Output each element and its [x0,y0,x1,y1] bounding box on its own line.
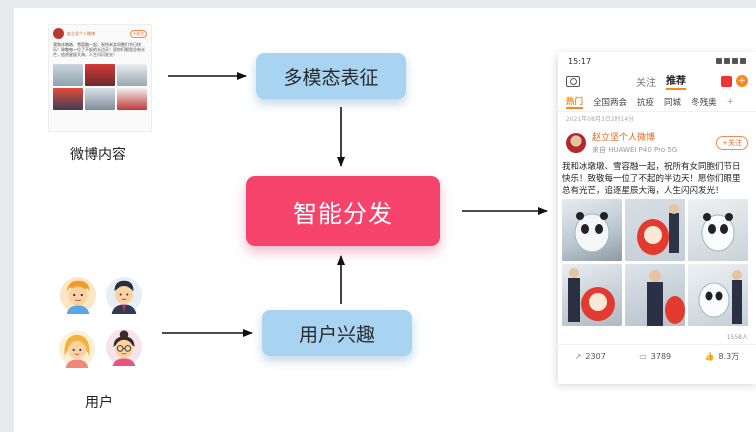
channel-tab-hot[interactable]: 热门 [566,96,584,109]
post-action-bar: ↗2307 ▭3789 👍8.3万 [558,344,756,368]
weibo-content-label: 微博内容 [70,147,126,163]
feed-sub-note: 2021年08月3日2时14分 [566,116,635,123]
channel-more-icon[interactable]: + [726,96,734,107]
comment-button[interactable]: ▭3789 [639,352,671,361]
thumbnail-image [85,88,115,110]
thumbnail-text: 我和冰墩墩、雪容融一起，祝所有女同胞们节日快乐！致敬每一位了不起的半边天！愿你们… [53,42,145,57]
post-image-grid [558,199,756,326]
post-image[interactable] [625,199,685,261]
post-source: 来自 HUAWEI P40 Pro 5G [592,146,678,154]
status-time: 15:17 [568,56,592,66]
weibo-feed-phone-screenshot: 15:17 关注 推荐 + 热门 全国两会 抗疫 同城 冬残奥 + 2021年0… [558,52,756,384]
panda-mascot-icon [574,212,610,253]
businessman-user-icon [105,276,143,314]
post-image[interactable] [562,199,622,261]
post-header: 赵立坚个人微博 来自 HUAWEI P40 Pro 5G +关注 [558,124,756,155]
post-text: 我和冰墩墩、雪容融一起，祝所有女同胞们节日快乐！致敬每一位了不起的半边天！愿你们… [562,162,741,196]
thumbnail-header: 赵立坚个人微博 +关注 [49,25,151,42]
diagram-canvas: 赵立坚个人微博 +关注 我和冰墩墩、雪容融一起，祝所有女同胞们节日快乐！致敬每一… [14,8,756,432]
read-count: 1558人 [726,334,748,341]
add-icon[interactable]: + [736,75,748,87]
lantern-mascot-icon [568,268,615,322]
thumbnail-image-grid [49,62,151,112]
follow-button[interactable]: +关注 [716,135,748,150]
intelligent-distribution-node: 智能分发 [246,176,440,246]
channel-tabs: 热门 全国两会 抗疫 同城 冬残奥 + [558,92,756,112]
panda-mascot-icon [701,213,735,252]
repost-count: 2307 [585,352,606,361]
multimodal-representation-node: 多模态表征 [256,53,406,99]
panda-mascot-icon [698,270,742,324]
thumbnail-follow: +关注 [129,29,147,38]
thumbnail-avatar [53,28,64,39]
signal-icons [716,58,746,64]
tab-follow[interactable]: 关注 [636,77,656,89]
post-image[interactable] [688,199,748,261]
comment-icon: ▭ [639,352,647,361]
weibo-content-thumbnail: 赵立坚个人微博 +关注 我和冰墩墩、雪容融一起，祝所有女同胞们节日快乐！致敬每一… [48,24,152,132]
camera-icon[interactable] [566,75,580,87]
comment-count: 3789 [650,352,672,361]
tab-recommend[interactable]: 推荐 [666,72,686,90]
lantern-mascot-icon [637,204,679,255]
thumbnail-image [117,88,147,110]
thumbnail-image [53,64,83,86]
thumbnail-image [117,64,147,86]
girl-with-glasses-user-icon [105,328,143,366]
user-interest-node: 用户兴趣 [262,310,412,356]
channel-tab-local[interactable]: 同城 [664,97,682,108]
author-avatar[interactable] [566,132,586,153]
channel-tab-paralympics[interactable]: 冬残奥 [691,97,717,108]
feed-top-bar: 关注 推荐 + [558,70,756,92]
channel-tab-two-sessions[interactable]: 全国两会 [593,97,628,108]
user-label: 用户 [85,395,113,411]
post-image[interactable] [688,264,748,326]
male-user-icon [59,276,97,314]
thumbnail-image [53,88,83,110]
like-count: 8.3万 [718,352,740,361]
thumbnail-image [85,64,115,86]
post-image[interactable] [562,264,622,326]
status-bar: 15:17 [558,52,756,70]
hot-search-icon[interactable] [721,75,732,87]
thumbnail-author: 赵立坚个人微博 [67,30,95,36]
female-user-icon [58,330,96,368]
post-image[interactable] [625,264,685,326]
channel-tab-epidemic[interactable]: 抗疫 [637,97,655,108]
repost-icon: ↗ [574,352,582,361]
like-button[interactable]: 👍8.3万 [705,351,740,362]
post-author[interactable]: 赵立坚个人微博 [592,133,656,143]
like-icon: 👍 [704,352,715,361]
repost-button[interactable]: ↗2307 [575,352,606,361]
person-icon [647,270,685,326]
